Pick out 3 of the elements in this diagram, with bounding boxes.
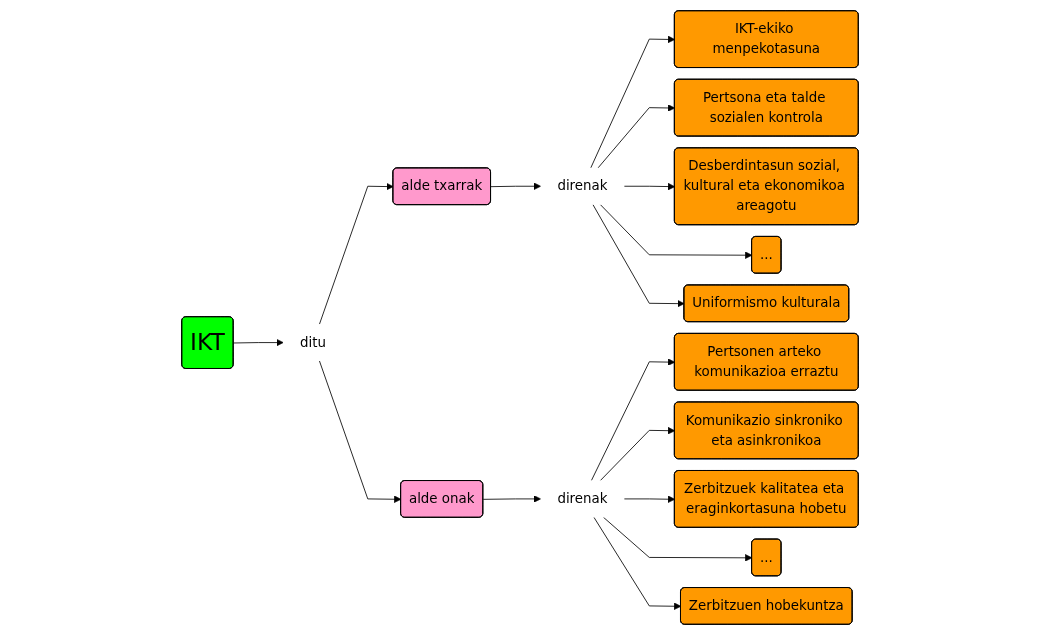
node-text: direnak [557, 490, 608, 507]
node-text: direnak [557, 177, 608, 194]
node-text: ditu [300, 334, 326, 351]
